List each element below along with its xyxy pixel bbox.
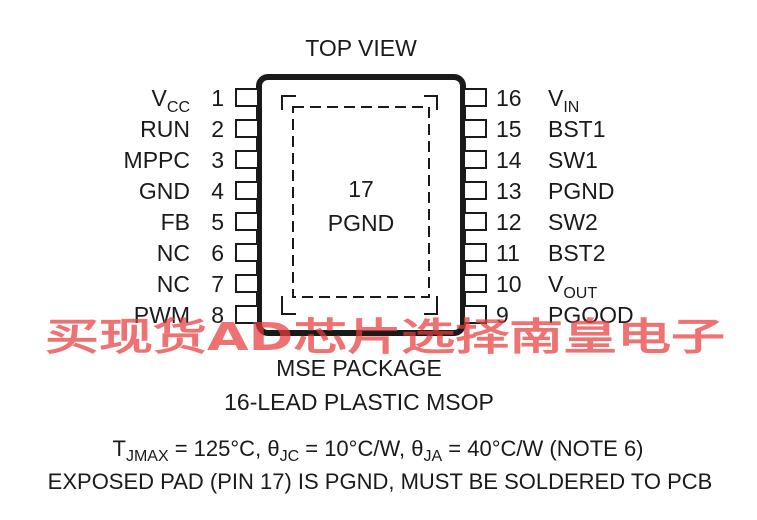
pin-3-name: MPPC xyxy=(124,147,190,173)
theta-ja-value: = 40°C/W (NOTE 6) xyxy=(442,436,643,461)
pin-8-lead xyxy=(235,305,259,324)
theta-ja-symbol: θ xyxy=(411,436,423,461)
pin-13-name: PGND xyxy=(548,178,614,204)
pin-3-number: 3 xyxy=(211,147,224,173)
top-view-title: TOP VIEW xyxy=(305,35,417,61)
pin-14-name: SW1 xyxy=(548,147,598,173)
exposed-pad-outline xyxy=(292,106,430,298)
pin-16-number: 16 xyxy=(496,85,522,111)
pin-7-lead xyxy=(235,274,259,293)
thermal-note: TJMAX = 125°C, θJC = 10°C/W, θJA = 40°C/… xyxy=(112,436,643,465)
pin-8-name: PWM xyxy=(134,302,190,328)
pin-12-name: SW2 xyxy=(548,209,598,235)
pin-5-lead xyxy=(235,212,259,231)
package-name: MSE PACKAGE xyxy=(276,355,442,381)
theta-jc-symbol: θ xyxy=(267,436,279,461)
tj-symbol: T xyxy=(112,436,125,461)
tj-value: = 125°C, xyxy=(169,436,268,461)
pin-5-name: FB xyxy=(161,209,190,235)
pin-1-name: VCC xyxy=(152,85,190,116)
pin-4-lead xyxy=(235,181,259,200)
pin-3-lead xyxy=(235,150,259,169)
theta-jc-value: = 10°C/W, xyxy=(299,436,411,461)
pin-16-lead xyxy=(463,88,487,107)
exposed-pad-note: EXPOSED PAD (PIN 17) IS PGND, MUST BE SO… xyxy=(48,469,713,494)
exposed-pad-corner-tr xyxy=(424,95,438,110)
exposed-pad-corner-tl xyxy=(281,95,296,110)
exposed-pad-number: 17 xyxy=(348,176,374,202)
pin-14-lead xyxy=(463,150,487,169)
pin-15-lead xyxy=(463,119,487,138)
pin-15-name: BST1 xyxy=(548,116,606,142)
pin-14-number: 14 xyxy=(496,147,522,173)
right-pin-group: 16 VIN 15 BST1 14 SW1 13 PGND 12 SW2 11 BST2 10 VOUT 9… xyxy=(463,85,634,328)
pin-13-lead xyxy=(463,181,487,200)
pin-4-number: 4 xyxy=(211,178,224,204)
pin-12-lead xyxy=(463,212,487,231)
package-description: 16-LEAD PLASTIC MSOP xyxy=(224,389,494,415)
pin-2-lead xyxy=(235,119,259,138)
pin-9-lead xyxy=(463,305,487,324)
pin-6-lead xyxy=(235,243,259,262)
pin-7-number: 7 xyxy=(211,271,224,297)
pin-12-number: 12 xyxy=(496,209,522,235)
theta-ja-subscript: JA xyxy=(424,448,443,465)
theta-jc-subscript: JC xyxy=(280,448,300,465)
watermark-text: 买现货AD芯片选择南皇电子 xyxy=(45,315,725,359)
pin-6-name: NC xyxy=(157,240,190,266)
pin-2-number: 2 xyxy=(211,116,224,142)
pin-11-name: BST2 xyxy=(548,240,606,266)
pin-8-number: 8 xyxy=(211,302,224,328)
pin-11-lead xyxy=(463,243,487,262)
pin-11-number: 11 xyxy=(496,240,520,266)
pin-6-number: 6 xyxy=(211,240,224,266)
exposed-pad-corner-bl xyxy=(281,296,296,315)
pin-13-number: 13 xyxy=(496,178,522,204)
pin-7-name: NC xyxy=(157,271,190,297)
pin-1-lead xyxy=(235,88,259,107)
pin-10-name: VOUT xyxy=(548,271,597,302)
exposed-pad-name: PGND xyxy=(328,210,394,236)
pin-10-lead xyxy=(463,274,487,293)
pin-1-number: 1 xyxy=(211,85,224,111)
pin-16-name: VIN xyxy=(548,85,579,116)
tj-subscript: JMAX xyxy=(126,448,169,465)
pin-2-name: RUN xyxy=(140,116,190,142)
pin-9-name: PGOOD xyxy=(548,302,634,328)
pin-5-number: 5 xyxy=(211,209,224,235)
pin-15-number: 15 xyxy=(496,116,522,142)
pin-4-name: GND xyxy=(139,178,190,204)
pin-9-number: 9 xyxy=(496,302,509,328)
pin-10-number: 10 xyxy=(496,271,522,297)
exposed-pad-corner-br xyxy=(424,296,438,315)
package-body xyxy=(256,74,466,336)
